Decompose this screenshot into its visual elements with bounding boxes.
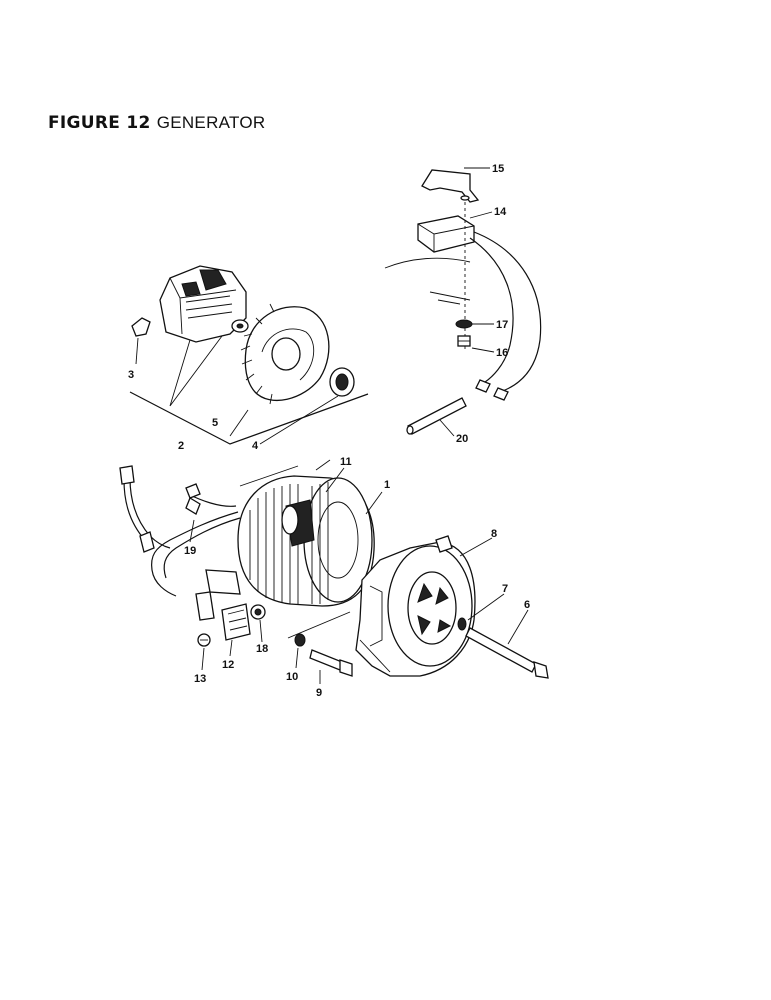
leader-5 <box>229 409 249 437</box>
callout-16: 16 <box>496 347 508 359</box>
center-line-lower <box>287 611 351 639</box>
leader-20 <box>439 419 455 437</box>
leader-16 <box>471 347 495 353</box>
leader-6 <box>507 609 529 645</box>
nut <box>250 604 266 620</box>
figure-name: GENERATOR <box>156 113 266 132</box>
capacitor-lead-1 <box>473 231 542 393</box>
lead-terminal <box>493 387 509 401</box>
callout-3: 3 <box>128 369 134 381</box>
switch <box>131 317 151 337</box>
bolt <box>309 649 353 677</box>
callout-7: 7 <box>502 583 508 595</box>
callout-10: 10 <box>286 671 298 683</box>
callout-14: 14 <box>494 206 507 218</box>
bearing <box>329 367 355 397</box>
figure-number: FIGURE 12 <box>48 113 151 133</box>
callout-8: 8 <box>491 528 497 540</box>
center-line-upper <box>239 459 331 487</box>
leader-13 <box>201 647 205 671</box>
leader-2 <box>169 335 223 407</box>
lock-washer <box>455 319 473 329</box>
fan <box>240 303 330 405</box>
wiring-harness <box>119 465 241 597</box>
through-bolt <box>465 627 549 679</box>
callout-5: 5 <box>212 417 218 429</box>
callout-15: 15 <box>492 163 504 175</box>
rectifier <box>195 569 251 641</box>
capacitor <box>417 215 475 253</box>
leader-7 <box>467 593 505 621</box>
callout-9: 9 <box>316 687 322 699</box>
callout-20: 20 <box>456 433 468 445</box>
mounting-surface <box>384 257 471 305</box>
figure-title: FIGURE 12 GENERATOR <box>48 113 266 133</box>
group-bracket-line <box>129 391 369 445</box>
callout-2: 2 <box>178 440 184 452</box>
flat-washer <box>294 633 306 647</box>
callout-6: 6 <box>524 599 530 611</box>
leader-11 <box>325 467 345 493</box>
capacitor-lead-2 <box>469 237 514 385</box>
callout-18: 18 <box>256 643 268 655</box>
callout-4: 4 <box>252 440 259 452</box>
leader-8 <box>459 537 493 557</box>
through-rod <box>406 397 467 435</box>
small-screw <box>197 633 211 647</box>
leader-10 <box>295 647 299 669</box>
stator-rotor-assembly <box>237 475 375 607</box>
leader-18 <box>259 619 263 643</box>
callout-13: 13 <box>194 673 206 685</box>
lead-terminal <box>475 379 491 393</box>
leader-4 <box>259 395 339 445</box>
mounting-bracket <box>421 169 480 203</box>
callout-19: 19 <box>184 545 196 557</box>
leader-1 <box>365 491 383 515</box>
callout-17: 17 <box>496 319 508 331</box>
leader-12 <box>229 639 233 657</box>
screw <box>457 335 471 347</box>
end-bell-frame <box>355 535 476 677</box>
callout-12: 12 <box>222 659 234 671</box>
leader-19 <box>189 519 195 543</box>
leader-14 <box>469 211 493 219</box>
control-housing <box>159 265 249 343</box>
callout-11: 11 <box>340 456 352 468</box>
leader-3 <box>135 337 139 365</box>
washer <box>457 617 467 631</box>
callout-1: 1 <box>384 479 390 491</box>
